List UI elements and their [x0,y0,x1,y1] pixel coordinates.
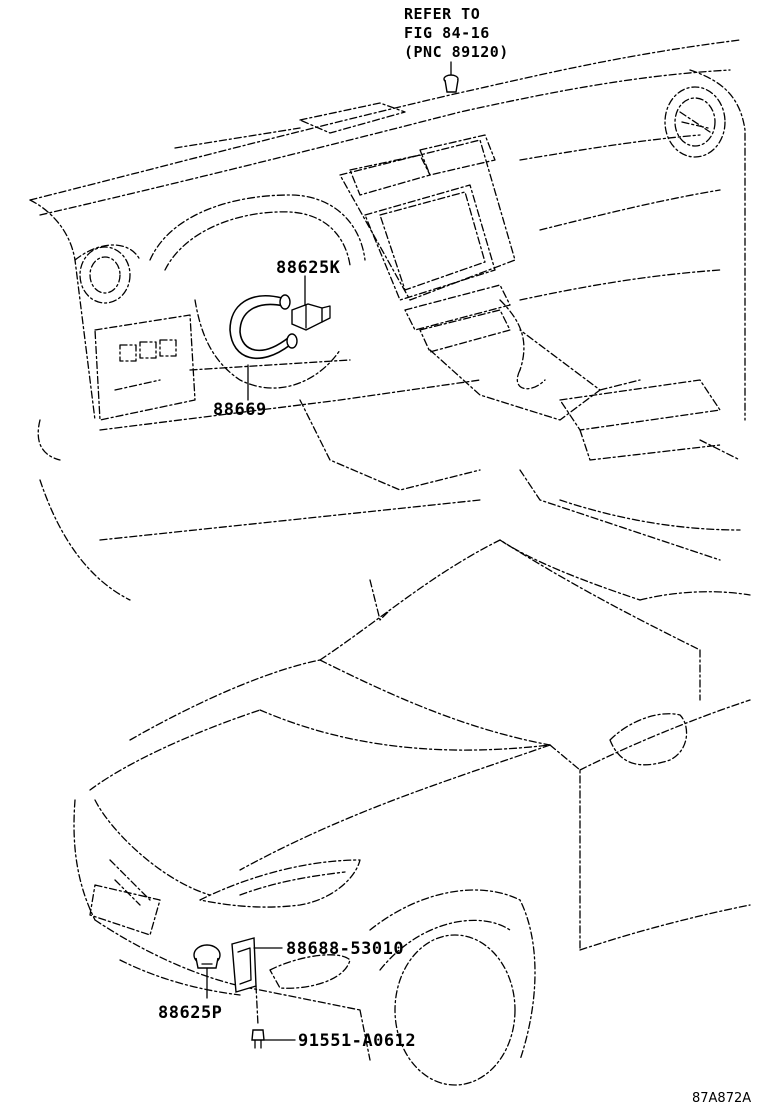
bolt-91551 [251,985,265,1049]
callout-88625k: 88625K [276,258,341,278]
reference-line-3: (PNC 89120) [404,43,509,61]
callout-88688-53010: 88688-53010 [286,939,404,959]
solar-sensor-ref-part [443,74,459,93]
illustration-code: 87A872A [692,1091,751,1106]
interior-sensor-88625k [291,303,331,331]
aspirator-hose-88669 [229,294,298,360]
callout-88625p: 88625P [158,1003,222,1023]
car-exterior-illustration [73,539,751,1086]
sensor-bracket-88688 [231,937,257,993]
callout-91551-a0612: 91551-A0612 [298,1031,416,1051]
reference-line-2: FIG 84-16 [404,24,490,42]
reference-line-1: REFER TO [404,5,480,23]
callout-88669: 88669 [213,400,267,420]
dashboard-illustration [29,39,746,601]
ambient-sensor-88625p [193,944,221,969]
